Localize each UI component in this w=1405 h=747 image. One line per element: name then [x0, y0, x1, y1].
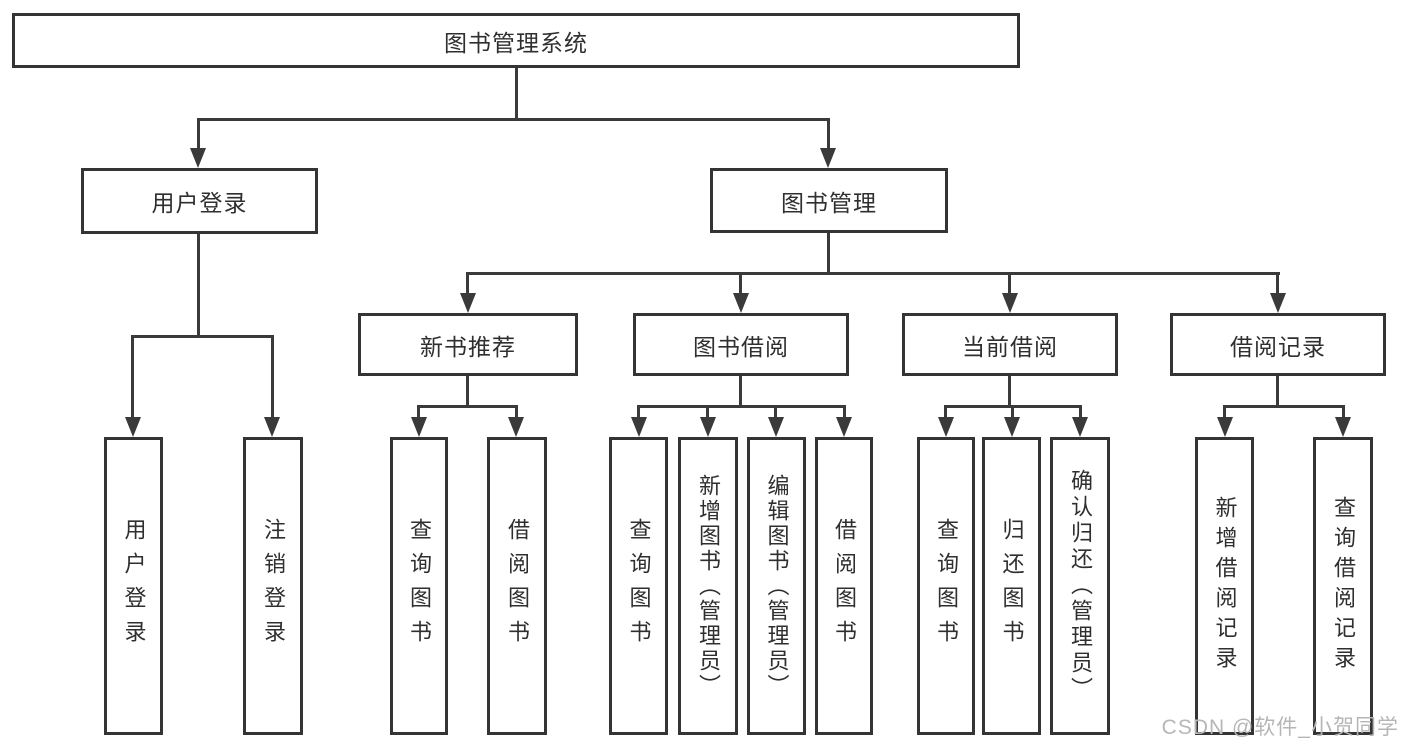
connector-line — [466, 376, 469, 407]
arrowhead-icon — [938, 417, 954, 437]
arrowhead-icon — [125, 417, 141, 437]
node-label: 图书管理 — [781, 189, 877, 216]
connector-line — [1276, 272, 1279, 295]
arrowhead-icon — [768, 417, 784, 437]
connector-line — [197, 118, 200, 150]
node-new-book-recommendation: 新书推荐 — [358, 313, 578, 376]
arrowhead-icon — [1072, 417, 1088, 437]
arrowhead-icon — [700, 417, 716, 437]
connector-line — [637, 405, 640, 419]
node-label: 用户登录 — [151, 190, 248, 216]
connector-line — [1011, 405, 1014, 419]
connector-line — [843, 405, 846, 419]
node-book-management: 图书管理 — [710, 168, 948, 233]
connector-line — [1276, 376, 1279, 407]
node-label: 借阅记录 — [1230, 333, 1326, 360]
csdn-watermark: CSDN @软件_小贺同学 — [1161, 716, 1399, 739]
arrowhead-icon — [1004, 417, 1020, 437]
arrowhead-icon — [1002, 293, 1018, 313]
connector-line — [271, 335, 274, 419]
arrowhead-icon — [264, 417, 280, 437]
leaf-label: 查询借阅记录 — [1331, 496, 1356, 676]
connector-line — [1008, 376, 1011, 407]
leaf-label: 注销登录 — [261, 518, 286, 654]
leaf-label: 查询图书 — [626, 518, 652, 654]
connector-line — [827, 118, 830, 150]
leaf-borrow-books: 借阅图书 — [815, 437, 873, 735]
node-user-login: 用户登录 — [81, 168, 318, 234]
leaf-add-book-admin: 新增图书（管理员） — [678, 437, 738, 735]
leaf-query-books-recommend: 查询图书 — [390, 437, 448, 735]
connector-line — [197, 118, 830, 121]
connector-line — [1079, 405, 1082, 419]
leaf-label: 查询图书 — [934, 518, 959, 654]
leaf-label: 新增借阅记录 — [1212, 496, 1238, 676]
connector-line — [131, 335, 274, 338]
connector-line — [827, 233, 830, 275]
connector-line — [739, 376, 742, 407]
node-label: 当前借阅 — [962, 333, 1058, 360]
node-label: 图书管理系统 — [444, 29, 588, 56]
connector-line — [706, 405, 709, 419]
connector-line — [739, 272, 742, 295]
connector-line — [1342, 405, 1345, 419]
node-label: 新书推荐 — [420, 333, 516, 360]
leaf-return-book: 归还图书 — [982, 437, 1041, 735]
connector-line — [197, 234, 200, 338]
arrowhead-icon — [190, 148, 206, 168]
connector-line — [774, 405, 777, 419]
node-borrow-records: 借阅记录 — [1170, 313, 1386, 376]
connector-line — [637, 405, 846, 408]
arrowhead-icon — [631, 417, 647, 437]
leaf-label: 用户登录 — [121, 518, 147, 654]
connector-line — [466, 272, 469, 295]
connector-line — [417, 405, 420, 419]
leaf-user-login: 用户登录 — [104, 437, 163, 735]
connector-line — [1223, 405, 1226, 419]
node-library-management-system: 图书管理系统 — [12, 13, 1020, 68]
node-current-borrowing: 当前借阅 — [902, 313, 1118, 376]
connector-line — [944, 405, 947, 419]
connector-line — [1008, 272, 1011, 295]
connector-line — [466, 272, 1280, 275]
arrowhead-icon — [836, 417, 852, 437]
node-label: 图书借阅 — [693, 333, 789, 360]
leaf-label: 确认归还（管理员） — [1068, 469, 1093, 703]
connector-line — [417, 405, 518, 408]
arrowhead-icon — [1335, 417, 1351, 437]
leaf-query-books-current: 查询图书 — [917, 437, 975, 735]
leaf-borrow-books-recommend: 借阅图书 — [487, 437, 547, 735]
arrowhead-icon — [460, 293, 476, 313]
leaf-label: 编辑图书（管理员） — [764, 473, 790, 699]
arrowhead-icon — [733, 293, 749, 313]
leaf-label: 借阅图书 — [505, 518, 530, 654]
connector-line — [1223, 405, 1345, 408]
connector-line — [515, 68, 518, 121]
arrowhead-icon — [1217, 417, 1233, 437]
arrowhead-icon — [820, 148, 836, 168]
leaf-label: 借阅图书 — [832, 518, 857, 654]
leaf-edit-book-admin: 编辑图书（管理员） — [747, 437, 806, 735]
node-book-borrowing: 图书借阅 — [633, 313, 849, 376]
leaf-query-borrow-record: 查询借阅记录 — [1313, 437, 1373, 735]
leaf-label: 归还图书 — [999, 518, 1025, 654]
leaf-logout: 注销登录 — [243, 437, 303, 735]
leaf-confirm-return-admin: 确认归还（管理员） — [1050, 437, 1110, 735]
leaf-label: 新增图书（管理员） — [696, 473, 721, 699]
leaf-label: 查询图书 — [407, 518, 432, 654]
arrowhead-icon — [508, 417, 524, 437]
leaf-query-books-borrow: 查询图书 — [609, 437, 668, 735]
arrowhead-icon — [411, 417, 427, 437]
connector-line — [515, 405, 518, 419]
leaf-add-borrow-record: 新增借阅记录 — [1195, 437, 1254, 735]
arrowhead-icon — [1270, 293, 1286, 313]
connector-line — [131, 335, 134, 419]
